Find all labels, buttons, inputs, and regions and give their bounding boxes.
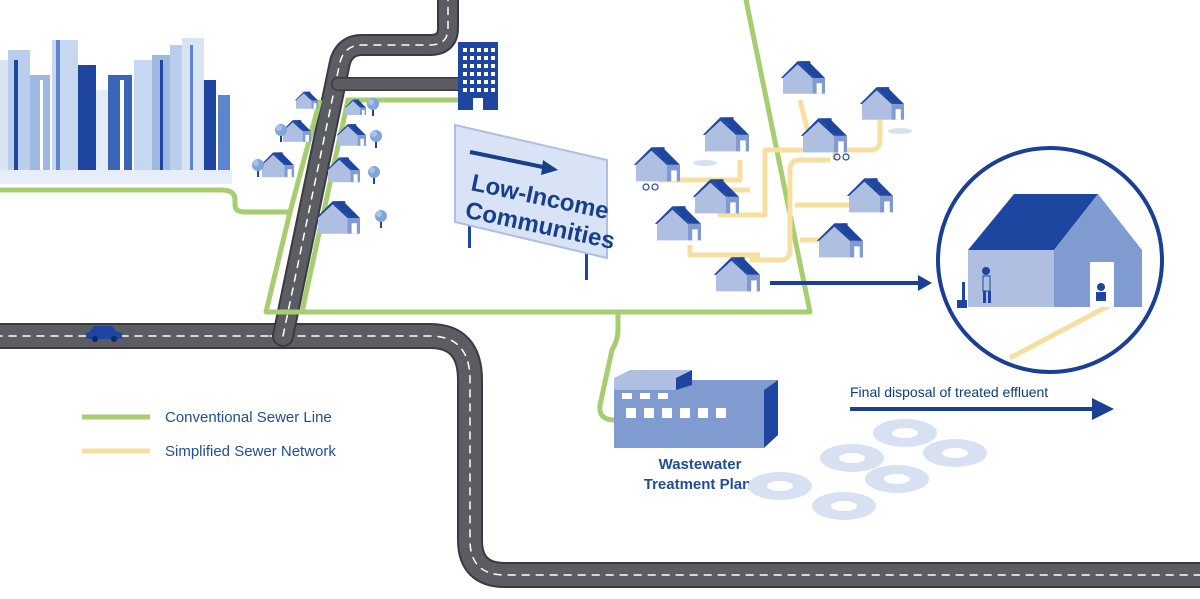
inset-arrow — [770, 275, 932, 291]
plant-label-line-1: Wastewater — [659, 456, 742, 473]
legend: Conventional Sewer Line Simplified Sewer… — [82, 409, 336, 460]
plant-label-line-2: Treatment Plant — [644, 476, 757, 493]
community-houses — [633, 61, 912, 292]
house-inset — [936, 146, 1164, 374]
city-skyline — [0, 38, 232, 184]
disposal-label: Final disposal of treated effluent — [850, 384, 1048, 400]
legend-conventional-label: Conventional Sewer Line — [165, 409, 332, 426]
community-sign: Low-Income Communities — [454, 123, 617, 280]
car-icon — [86, 326, 122, 342]
treatment-plant — [614, 370, 778, 448]
conventional-sewer-lines — [0, 0, 813, 423]
effluent-ponds — [748, 419, 987, 520]
legend-simplified-label: Simplified Sewer Network — [165, 443, 336, 460]
disposal-arrow — [850, 398, 1114, 420]
office-building — [458, 42, 498, 110]
arrow-icon — [469, 150, 544, 169]
